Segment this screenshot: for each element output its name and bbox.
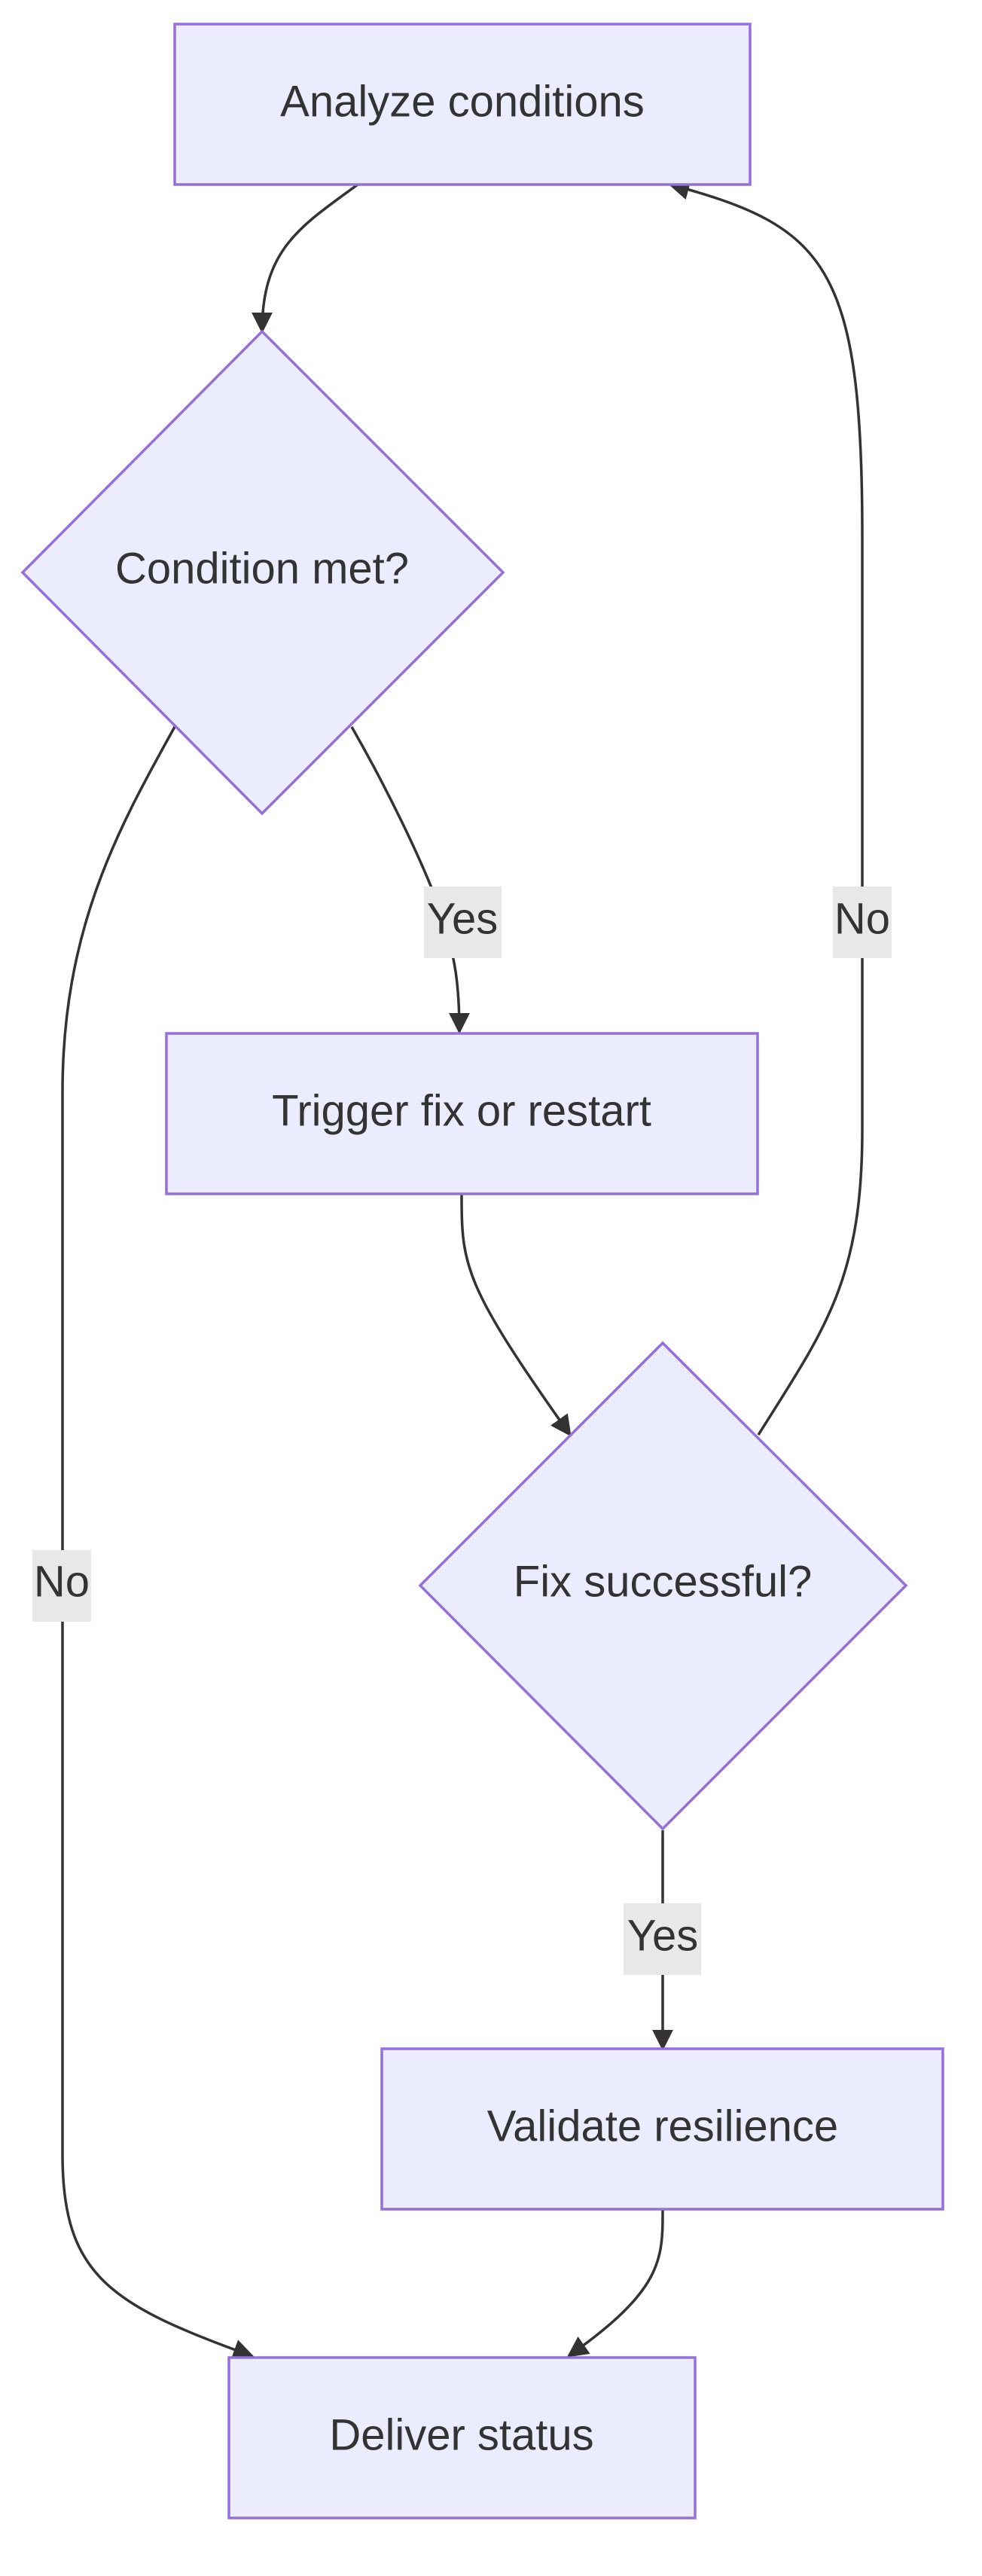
node-validate-resilience: Validate resilience	[380, 2047, 944, 2211]
node-label: Fix successful?	[514, 1558, 812, 1607]
edge-label-fix-no: No	[833, 887, 892, 958]
edge-label-fix-yes: Yes	[624, 1903, 701, 1975]
edge-fix-no	[668, 179, 864, 1436]
edge-label-text: No	[34, 1558, 90, 1607]
edge-validate-to-deliver	[566, 2208, 664, 2358]
edge-label-condition-no: No	[32, 1550, 91, 1622]
node-label: Analyze conditions	[280, 78, 645, 127]
node-deliver-status: Deliver status	[227, 2356, 697, 2520]
edge-analyze-to-condition	[252, 183, 359, 334]
edge-condition-no	[61, 726, 255, 2360]
node-label: Validate resilience	[487, 2102, 838, 2151]
edge-trigger-to-fix	[460, 1193, 572, 1437]
node-fix-successful: Fix successful?	[418, 1341, 908, 1831]
node-label: Deliver status	[329, 2411, 593, 2460]
node-condition-met: Condition met?	[20, 329, 505, 816]
edge-label-text: Yes	[627, 1912, 699, 1961]
node-trigger-fix-or-restart: Trigger fix or restart	[165, 1032, 759, 1195]
edge-label-text: Yes	[427, 895, 499, 944]
node-analyze-conditions: Analyze conditions	[173, 23, 752, 186]
edge-label-text: No	[834, 895, 890, 944]
node-label: Trigger fix or restart	[272, 1087, 651, 1136]
edge-condition-yes	[350, 726, 470, 1034]
edge-label-condition-yes: Yes	[424, 887, 502, 958]
node-label: Condition met?	[115, 545, 409, 594]
